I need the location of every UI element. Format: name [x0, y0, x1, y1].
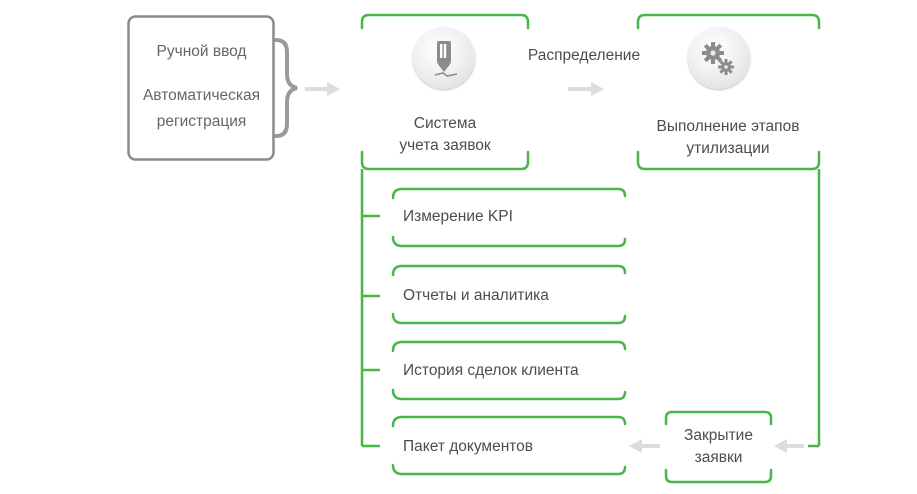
- pen-document-icon: [413, 27, 475, 89]
- system-label-line2: учета заявок: [399, 137, 491, 154]
- input-auto-label-line1: Автоматическая: [142, 87, 261, 104]
- system-label-line1: Система: [413, 115, 477, 132]
- execution-label-line2: утилизации: [686, 140, 770, 157]
- output-label-documents: Пакет документов: [403, 438, 534, 455]
- input-box: [127, 15, 275, 161]
- arrow-closing-to-documents: [629, 439, 660, 453]
- output-label-kpi: Измерение KPI: [403, 208, 513, 225]
- closing-label-line2: заявки: [694, 449, 743, 466]
- execution-to-closing-line: [808, 169, 821, 448]
- input-auto-label-line2: регистрация: [156, 113, 247, 130]
- output-trunk: [360, 169, 380, 448]
- output-box-documents: [391, 415, 627, 476]
- arrow-input-to-system: [305, 82, 340, 96]
- system-box: [360, 13, 530, 171]
- arrow-to-closing: [774, 439, 804, 453]
- output-box-kpi: [391, 187, 627, 248]
- execution-box: [636, 13, 821, 171]
- closing-label-line1: Закрытие: [684, 427, 753, 444]
- arrow-system-to-execution: [568, 82, 604, 96]
- output-label-reports: Отчеты и аналитика: [403, 287, 549, 304]
- output-label-history: История сделок клиента: [403, 362, 579, 379]
- closing-box: [664, 410, 773, 484]
- gears-icon: [688, 27, 750, 89]
- curly-bracket: [274, 38, 298, 138]
- distribution-label: Распределение: [527, 47, 641, 64]
- input-manual-label: Ручной ввод: [156, 43, 247, 60]
- output-box-history: [391, 340, 627, 401]
- output-box-reports: [391, 264, 627, 325]
- execution-label-line1: Выполнение этапов: [656, 118, 800, 135]
